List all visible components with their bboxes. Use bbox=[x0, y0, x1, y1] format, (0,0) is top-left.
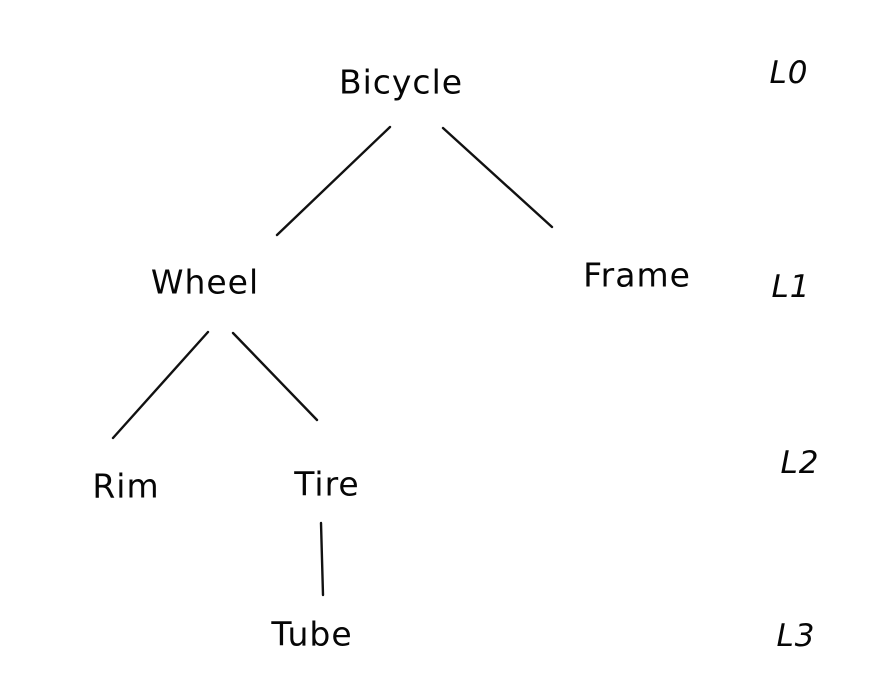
level-label-l2: L2 bbox=[780, 445, 820, 481]
node-tire: Tire bbox=[294, 464, 360, 504]
node-rim: Rim bbox=[92, 466, 160, 506]
node-bicycle: Bicycle bbox=[338, 62, 464, 102]
node-tube: Tube bbox=[271, 614, 353, 654]
edge-bicycle-frame bbox=[441, 126, 554, 229]
edge-wheel-tire bbox=[231, 331, 319, 422]
edge-wheel-rim bbox=[111, 330, 210, 440]
node-wheel: Wheel bbox=[150, 262, 260, 302]
node-frame: Frame bbox=[583, 255, 691, 295]
edge-bicycle-wheel bbox=[275, 125, 392, 237]
level-label-l3: L3 bbox=[776, 618, 816, 654]
edge-tire-tube bbox=[319, 521, 325, 597]
level-label-l1: L1 bbox=[771, 269, 811, 305]
level-label-l0: L0 bbox=[769, 55, 809, 91]
